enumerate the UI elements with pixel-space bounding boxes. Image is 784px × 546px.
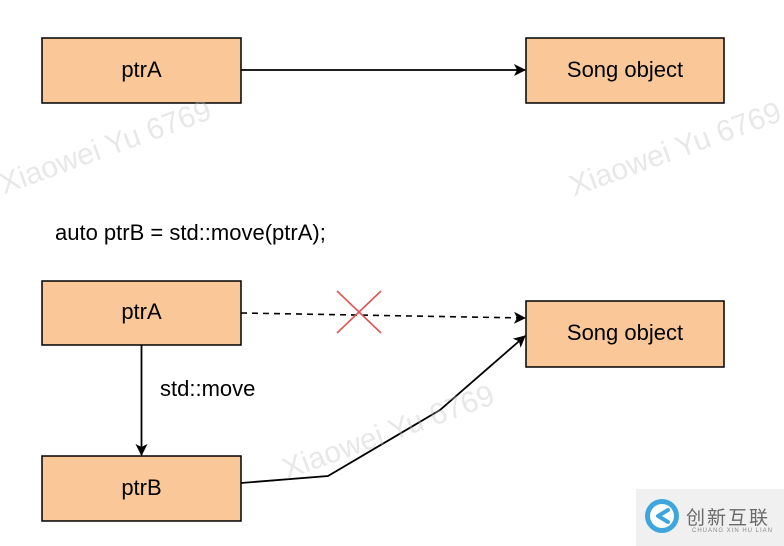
chuangxin-logo-icon	[645, 499, 679, 533]
new-pointer-arrow	[240, 335, 526, 484]
top-ptrA-box	[41, 37, 242, 104]
code-statement: auto ptrB = std::move(ptrA);	[55, 220, 326, 245]
invalidated-cross-icon	[336, 290, 382, 334]
top-song-object-box	[525, 37, 725, 104]
bottom-ptrB-node: ptrB	[41, 455, 242, 522]
top-ptrA-node: ptrA	[41, 37, 242, 104]
brand-subtitle: CHUANG XIN HU LIAN	[692, 528, 774, 534]
move-label: std::move	[160, 376, 256, 401]
broken-pointer-arrow	[240, 311, 526, 324]
bottom-ptrA-label: ptrA	[121, 299, 162, 324]
top-ptrA-label: ptrA	[121, 57, 162, 82]
top-song-object-node: Song object	[525, 37, 725, 104]
bottom-ptrB-box	[41, 455, 242, 522]
bottom-ptrB-label: ptrB	[121, 475, 161, 500]
bottom-song-object-box	[525, 300, 725, 368]
bottom-song-object-node: Song object	[525, 300, 725, 368]
bottom-song-object-label: Song object	[567, 320, 683, 345]
bottom-ptrA-node: ptrA	[41, 280, 242, 346]
brand-name: 创新互联	[686, 507, 771, 529]
top-song-object-label: Song object	[567, 57, 683, 82]
brand-badge: 创新互联 CHUANG XIN HU LIAN	[636, 489, 784, 546]
